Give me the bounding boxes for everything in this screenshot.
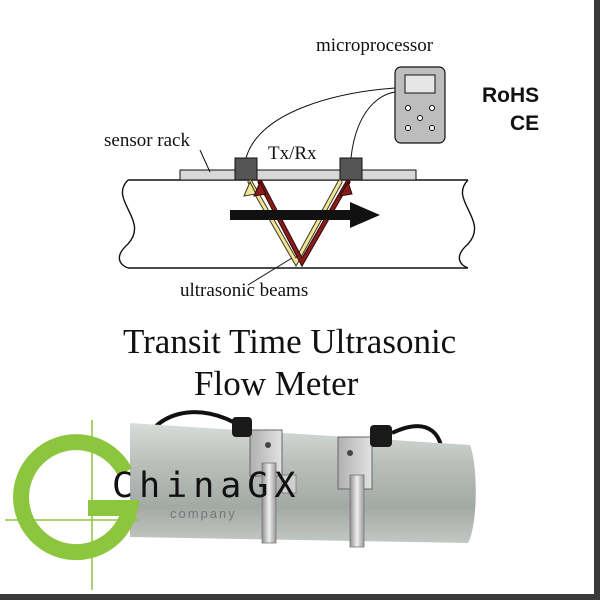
clamp-right <box>349 474 365 548</box>
clamp-screw <box>281 474 297 494</box>
logo-tagline: company <box>170 506 237 521</box>
clamp-left <box>261 462 277 544</box>
ultrasonic-beam-red <box>253 179 353 268</box>
ultrasonic-beams-label: ultrasonic beams <box>180 280 309 301</box>
transducer-right <box>339 157 363 181</box>
signal-cables <box>245 87 396 159</box>
rohs-badge: RoHS <box>482 84 540 107</box>
transducer-left <box>234 157 258 181</box>
sensor-rack-label: sensor rack <box>104 130 190 151</box>
ce-badge: CE <box>510 112 540 135</box>
microprocessor-device <box>394 66 446 144</box>
leader-lines <box>199 149 293 286</box>
microprocessor-label: microprocessor <box>316 35 434 56</box>
title-line-2: Flow Meter <box>194 364 359 403</box>
chinagx-logo-mark <box>5 420 140 590</box>
flow-direction-arrow <box>230 202 380 228</box>
product-photo <box>130 410 476 548</box>
flow-meter-schematic <box>118 66 476 286</box>
logo-brand-text: ChinaGX <box>112 466 302 506</box>
ultrasonic-beam-yellow <box>243 179 343 268</box>
title-line-1: Transit Time Ultrasonic <box>123 322 457 361</box>
txrx-label: Tx/Rx <box>268 143 317 164</box>
sensor-rack <box>179 169 417 181</box>
pipe-body <box>130 423 476 543</box>
